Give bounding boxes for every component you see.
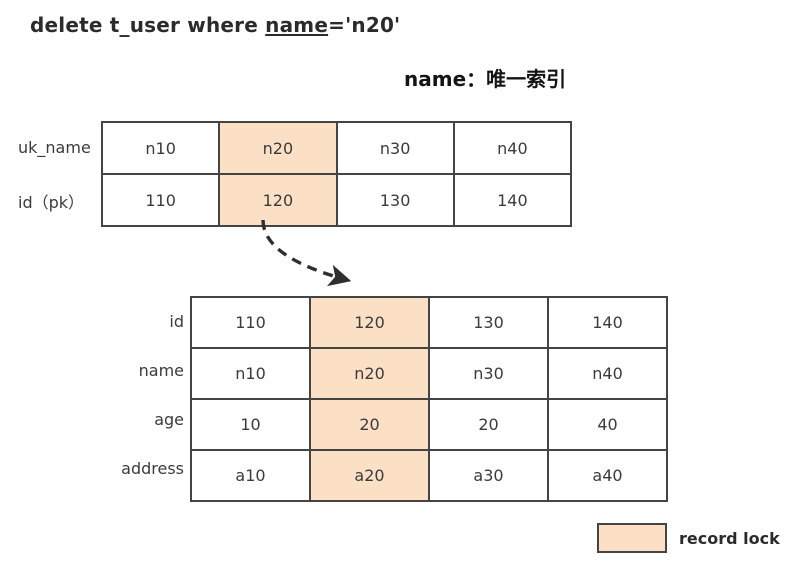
- connector-arrow-icon: [261, 219, 352, 287]
- row-cell: 10: [190, 398, 311, 451]
- table-row: 110 120 130 140: [190, 296, 668, 349]
- index-row-label-id-pk: id（pk）: [18, 193, 85, 212]
- row-cell: a30: [428, 449, 549, 502]
- row-cell-locked: a20: [309, 449, 430, 502]
- row-cell: n10: [190, 347, 311, 400]
- row-cell-locked: 20: [309, 398, 430, 451]
- index-cell-locked: n20: [218, 121, 338, 175]
- legend-label-record-lock: record lock: [679, 528, 780, 548]
- sql-underlined-column: name: [265, 13, 329, 37]
- table-row: a10 a20 a30 a40: [190, 449, 668, 502]
- row-cell: n30: [428, 347, 549, 400]
- row-label-address: address: [121, 459, 184, 478]
- table-row: n10 n20 n30 n40: [190, 347, 668, 400]
- legend-swatch-record-lock: [597, 523, 667, 553]
- table-row: n10 n20 n30 n40: [100, 121, 573, 175]
- row-label-name: name: [138, 361, 184, 380]
- sql-statement-title: delete t_user where name='n20': [30, 13, 400, 37]
- table-row: 110 120 130 140: [100, 173, 573, 227]
- row-cell: 130: [428, 296, 549, 349]
- row-cell: 40: [547, 398, 668, 451]
- row-cell: 110: [190, 296, 311, 349]
- row-cell-locked: 120: [309, 296, 430, 349]
- index-table: n10 n20 n30 n40 110 120 130 140: [100, 121, 573, 227]
- index-cell: 140: [452, 173, 573, 227]
- sql-suffix: ='n20': [328, 13, 401, 37]
- index-cell: n30: [335, 121, 455, 175]
- index-cell: n40: [452, 121, 573, 175]
- row-cell-locked: n20: [309, 347, 430, 400]
- index-cell: 110: [100, 173, 221, 227]
- index-note: name：唯一索引: [404, 67, 567, 91]
- row-label-id: id: [169, 312, 184, 331]
- row-cell: 140: [547, 296, 668, 349]
- row-label-age: age: [154, 410, 184, 429]
- row-data-table: 110 120 130 140 n10 n20 n30 n40 10 20 20…: [190, 296, 668, 502]
- row-cell: a40: [547, 449, 668, 502]
- index-cell-locked: 120: [218, 173, 338, 227]
- sql-prefix: delete t_user where: [30, 13, 266, 37]
- row-cell: n40: [547, 347, 668, 400]
- row-cell: 20: [428, 398, 549, 451]
- table-row: 10 20 20 40: [190, 398, 668, 451]
- index-row-label-uk-name: uk_name: [18, 138, 91, 157]
- row-cell: a10: [190, 449, 311, 502]
- index-cell: 130: [335, 173, 455, 227]
- legend: record lock: [597, 523, 780, 553]
- index-cell: n10: [100, 121, 221, 175]
